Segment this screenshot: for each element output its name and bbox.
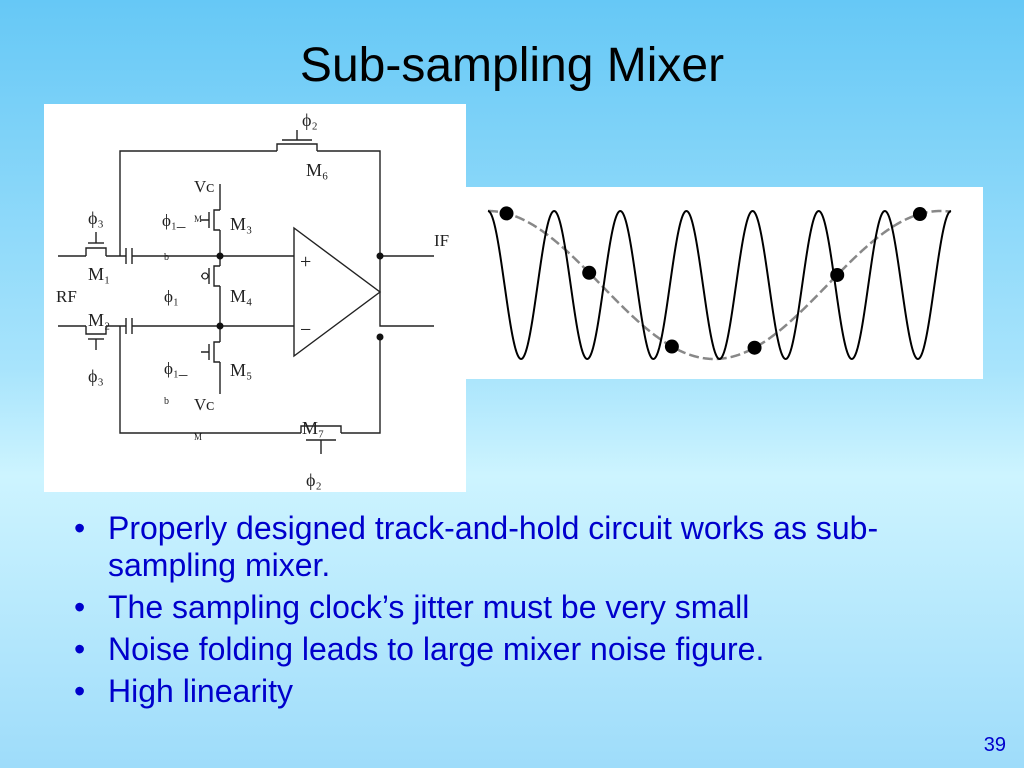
label-m-small-bottom: M <box>194 432 202 442</box>
label-rf: RF <box>56 287 77 306</box>
opamp-body <box>293 226 382 358</box>
m3-channel <box>213 209 220 231</box>
sample-point <box>499 206 514 221</box>
label-phi1-m3: ϕ₁_ <box>162 211 186 230</box>
sample-points <box>499 206 927 355</box>
sample-point <box>582 265 597 280</box>
node-out-bottom <box>376 333 384 341</box>
bullet-item: Noise folding leads to large mixer noise… <box>74 631 974 668</box>
waveform-plot <box>487 206 952 361</box>
wire-output-bottom <box>379 292 434 327</box>
label-vcm-bottom: Vᴄ <box>194 395 214 414</box>
label-vcm-top: Vᴄ <box>194 177 214 196</box>
page-number: 39 <box>983 734 1006 756</box>
label-b-bottom: b <box>164 396 169 407</box>
label-m4: M₄ <box>230 286 252 306</box>
m4-channel <box>213 265 220 287</box>
wire-m6-left <box>119 150 277 256</box>
label-m7: M₇ <box>302 418 324 438</box>
bullet-item: The sampling clock’s jitter must be very… <box>74 589 974 626</box>
m7-channel <box>300 425 342 433</box>
wire-m7-left <box>119 326 301 434</box>
label-phi1-m4: ϕ₁ <box>164 287 179 306</box>
m3-gate <box>201 212 210 228</box>
label-b-top: b <box>164 252 169 263</box>
m1-channel <box>85 247 107 256</box>
label-m1: M₁ <box>88 264 110 284</box>
bullet-list: Properly designed track-and-hold circuit… <box>74 510 974 715</box>
slow-sine-wave <box>488 209 952 361</box>
wire-m7-right <box>341 337 381 434</box>
node-top <box>216 252 224 260</box>
label-phi3-bottom: ϕ₃ <box>88 366 104 386</box>
m6-channel <box>276 143 318 151</box>
label-phi1-m5: ϕ₁_ <box>164 359 188 378</box>
label-m-small-top: M <box>194 214 202 224</box>
m5-channel <box>213 341 220 363</box>
label-phi2-top: ϕ₂ <box>302 110 318 130</box>
sample-point <box>664 339 679 354</box>
m4-gate-bubble <box>201 272 209 280</box>
label-if: IF <box>434 231 449 250</box>
label-m5: M₅ <box>230 360 252 380</box>
label-m6: M₆ <box>306 160 328 180</box>
label-m3: M₃ <box>230 214 252 234</box>
label-phi2-bottom: ϕ₂ <box>306 470 322 490</box>
circuit-diagram: ϕ₂ M₆ Vᴄ M ϕ₁_ M₃ b ϕ₁ M₄ ϕ₁_ M₅ b Vᴄ M … <box>44 104 466 492</box>
label-phi3-top: ϕ₃ <box>88 208 104 228</box>
wire-m6-right <box>317 150 381 256</box>
cap-top <box>125 248 133 264</box>
wire-output-top <box>379 255 434 292</box>
opamp-plus-sign: + <box>300 251 311 273</box>
sample-point <box>747 340 762 355</box>
sample-point <box>830 267 845 282</box>
fast-sine-wave <box>487 209 952 361</box>
circuit-schematic: ϕ₂ M₆ Vᴄ M ϕ₁_ M₃ b ϕ₁ M₄ ϕ₁_ M₅ b Vᴄ M … <box>56 110 449 490</box>
node-out-top <box>376 252 384 260</box>
opamp-minus-sign: − <box>300 319 311 341</box>
node-bottom <box>216 322 224 330</box>
cap-bottom <box>125 318 133 334</box>
sample-point <box>912 207 927 222</box>
bullet-item: Properly designed track-and-hold circuit… <box>74 510 974 584</box>
waveform-panel <box>466 187 983 379</box>
bullet-item: High linearity <box>74 673 974 710</box>
label-m2: M₂ <box>88 310 110 330</box>
m5-gate <box>201 344 210 360</box>
slide-title: Sub-sampling Mixer <box>299 39 725 92</box>
m2-channel <box>85 326 107 335</box>
